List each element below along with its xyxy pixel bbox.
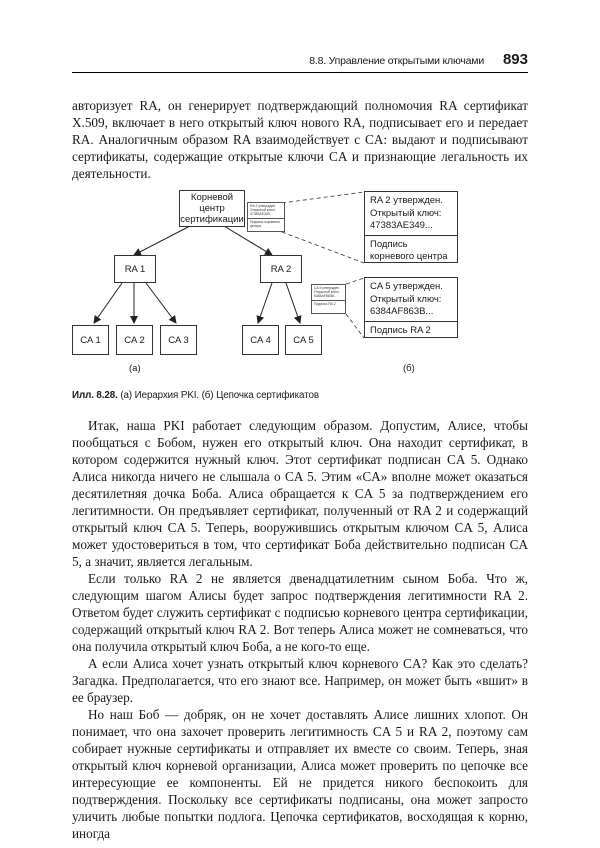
root-ca-node: Корневой центр сертификации: [179, 190, 245, 227]
paragraph-2: Если только RA 2 не является двенадцатил…: [72, 571, 528, 654]
edge-ra2-ca4: [256, 282, 273, 324]
mini-cert-ca5-line2: Открытый ключ:: [314, 290, 340, 295]
zoom-line-ca5-top: [345, 277, 365, 285]
edge-root-ra2: [223, 225, 273, 256]
pki-figure: Корневой центр сертификации RA 2 утвержд…: [72, 185, 528, 385]
edge-ra1-ca3: [145, 282, 177, 324]
mini-cert-ra2-line3: 47383AE349...: [250, 212, 273, 217]
caption-text: (а) Иерархия PKI. (б) Цепочка сертификат…: [120, 390, 319, 401]
edge-root-ra1: [133, 225, 191, 256]
edge-ra2-ca5: [285, 282, 302, 324]
ra1-label: RA 1: [124, 263, 146, 275]
ca4-label: CA 4: [250, 334, 271, 346]
ca1-label: CA 1: [80, 334, 101, 346]
mini-cert-ca5-line1: CA 5 утвержден.: [314, 286, 341, 290]
ra2-label: RA 2: [270, 263, 292, 275]
running-title: 8.8. Управление открытыми ключами: [309, 55, 484, 67]
page-number: 893: [502, 51, 528, 68]
mini-cert-ra2-line1: RA 2 утвержден.: [250, 204, 277, 208]
figure-caption: Илл. 8.28. (а) Иерархия PKI. (б) Цепочка…: [72, 390, 319, 401]
cert-ra2-body: RA 2 утвержден. Открытый ключ: 47383AE34…: [365, 192, 457, 235]
cert-ca5-signature: Подпись RA 2: [365, 320, 457, 340]
ca3-node: CA 3: [160, 325, 197, 355]
mini-cert-ca5-line3: 6384AF863B...: [314, 294, 337, 299]
cert-ra2-line3: 47383AE349...: [370, 220, 433, 231]
ca2-node: CA 2: [116, 325, 153, 355]
cert-ca5-line1: CA 5 утвержден.: [370, 281, 443, 292]
zoom-line-ra2-bottom: [281, 231, 365, 264]
cert-ra2-line1: RA 2 утвержден.: [370, 195, 443, 206]
mini-cert-ca5: CA 5 утвержден. Открытый ключ: 6384AF863…: [311, 284, 346, 314]
ca5-label: CA 5: [293, 334, 314, 346]
ra2-node: RA 2: [260, 255, 302, 283]
intro-paragraph-block: авторизует RA, он генерирует подтверждаю…: [72, 97, 528, 182]
figure-label-b: (б): [403, 363, 415, 374]
mini-cert-ca5-signature: Подпись RA 2: [312, 299, 345, 306]
cert-ca5-line3: 6384AF863B...: [370, 306, 434, 317]
mini-cert-ra2: RA 2 утвержден. Открытый ключ: 47383AE34…: [247, 202, 285, 232]
ca5-node: CA 5: [285, 325, 322, 355]
root-ca-label: Корневой центр сертификации: [180, 192, 244, 225]
cert-ca5-body: CA 5 утвержден. Открытый ключ: 6384AF863…: [365, 278, 457, 321]
main-text: Итак, наша PKI работает следующим образо…: [72, 417, 528, 842]
cert-ra2-line2: Открытый ключ:: [370, 207, 442, 219]
mini-cert-ra2-signature: Подпись корневого центра: [248, 217, 284, 228]
cert-ca5-line2: Открытый ключ:: [370, 293, 442, 305]
cert-ra2-signature: Подпись корневого центра: [365, 234, 457, 266]
ca1-node: CA 1: [72, 325, 109, 355]
ca3-label: CA 3: [168, 334, 189, 346]
caption-label: Илл. 8.28.: [72, 390, 118, 401]
mini-cert-ra2-line2: Открытый ключ:: [250, 208, 276, 213]
ra1-node: RA 1: [114, 255, 156, 283]
zoom-line-ca5-bottom: [345, 313, 365, 339]
cert-ra2-box: RA 2 утвержден. Открытый ключ: 47383AE34…: [364, 191, 458, 263]
ca2-label: CA 2: [124, 334, 145, 346]
cert-ca5-box: CA 5 утвержден. Открытый ключ: 6384AF863…: [364, 277, 458, 338]
intro-paragraph: авторизует RA, он генерирует подтверждаю…: [72, 98, 528, 181]
figure-connectors: [93, 191, 365, 339]
paragraph-4: Но наш Боб — добряк, он не хочет доставл…: [72, 707, 528, 841]
zoom-line-ra2-top: [281, 191, 365, 204]
ca4-node: CA 4: [242, 325, 279, 355]
paragraph-1: Итак, наша PKI работает следующим образо…: [72, 418, 528, 569]
paragraph-3: А если Алиса хочет узнать открытый ключ …: [72, 656, 528, 705]
running-header: 8.8. Управление открытыми ключами 893: [72, 51, 528, 73]
figure-label-a: (а): [129, 363, 141, 374]
edge-ra1-ca1: [93, 282, 123, 324]
